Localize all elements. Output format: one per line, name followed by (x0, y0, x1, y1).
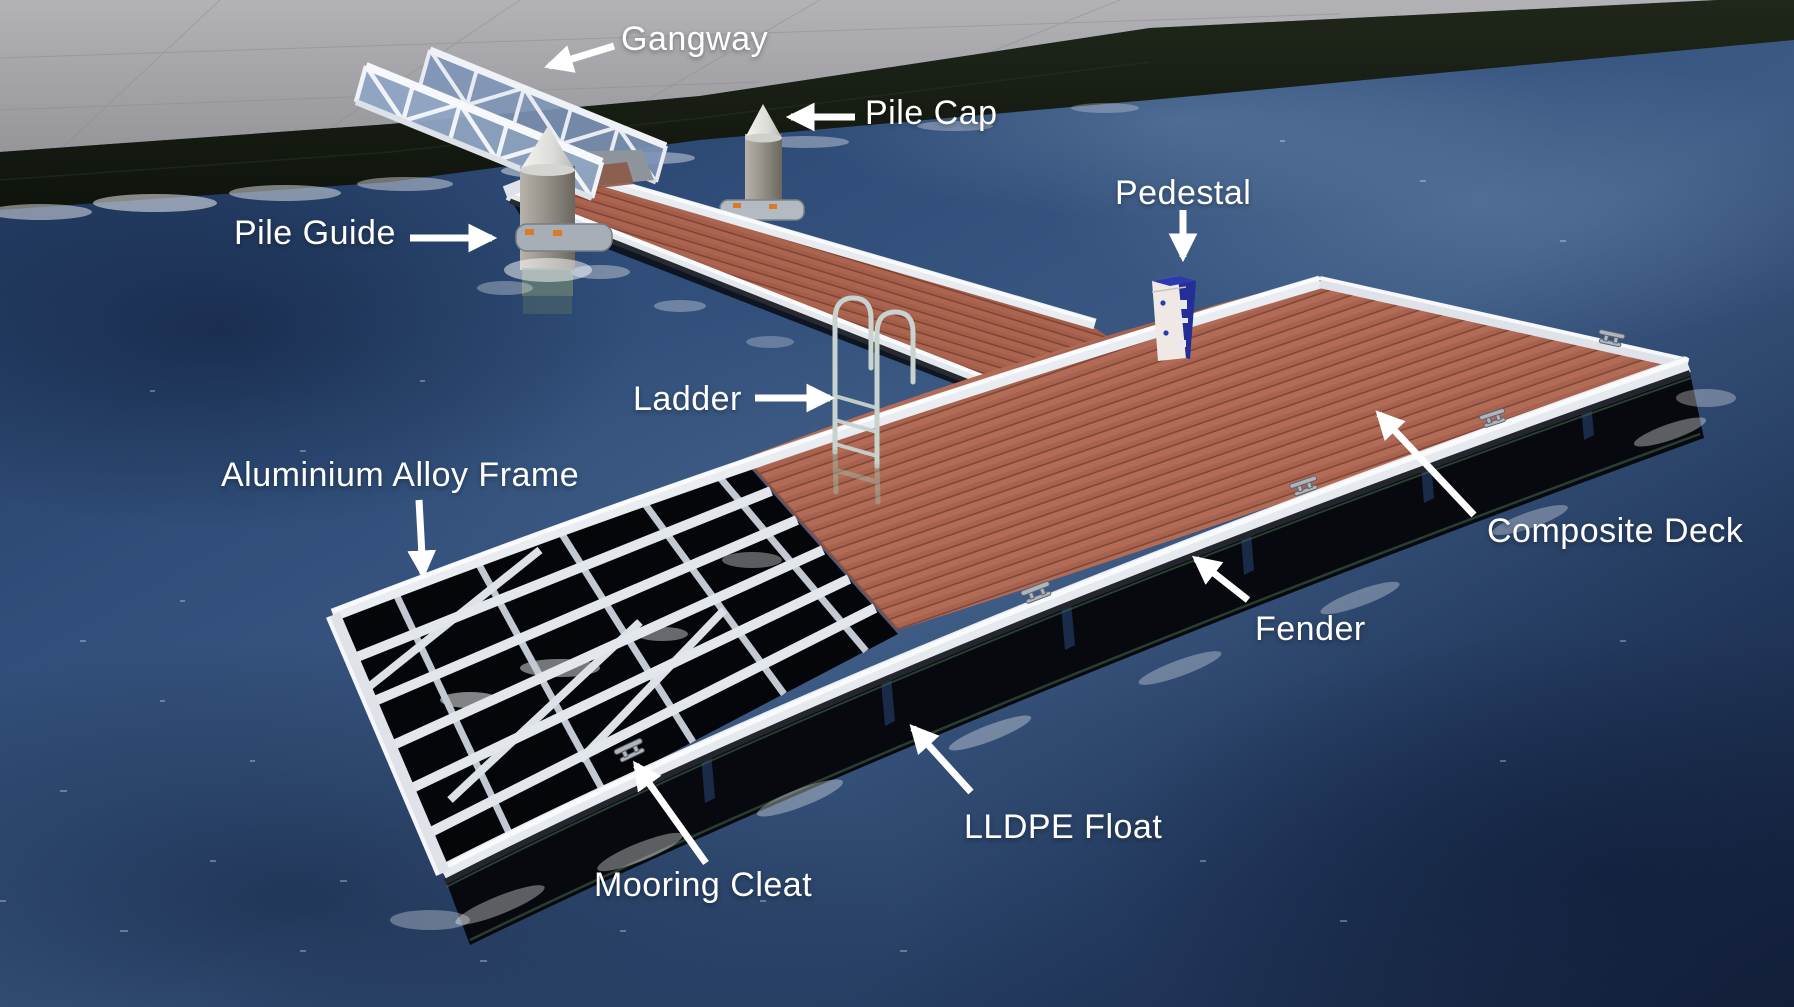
aluminium-alloy-frame-arrow (407, 499, 437, 580)
hull-foam (390, 389, 1736, 930)
gangway-arrow (544, 42, 616, 73)
annotation-arrows (407, 42, 1477, 866)
pile-cone (520, 126, 575, 170)
pile-cap-cone (745, 104, 782, 138)
composite-deck-surface (745, 278, 1684, 630)
right-end-cap (1318, 276, 1690, 370)
label-aluminium-alloy-frame: Aluminium Alloy Frame (221, 456, 580, 494)
label-lldpe-float: LLDPE Float (964, 808, 1163, 846)
mooring-cleats (613, 329, 1626, 763)
label-ladder: Ladder (633, 380, 742, 418)
label-mooring-cleat: Mooring Cleat (594, 866, 813, 904)
composite-deck-arrow (1375, 410, 1477, 518)
near-gunwale (439, 355, 1691, 881)
pile-with-cap (719, 104, 805, 221)
frame-stringers (350, 486, 878, 839)
label-composite-deck: Composite Deck (1487, 512, 1744, 550)
lldpe-float-arrow (909, 724, 974, 795)
pontoon (326, 275, 1736, 945)
left-end-cap (326, 612, 450, 876)
pile-with-guide (477, 126, 613, 314)
fender-arrow (1191, 555, 1251, 603)
label-pile-cap: Pile Cap (865, 94, 998, 132)
walkway (502, 163, 1130, 415)
walkway-deck (512, 176, 1130, 394)
pile-guide-bracket (515, 223, 613, 252)
pedestal-unit (1151, 276, 1196, 361)
label-pedestal: Pedestal (1115, 174, 1252, 212)
fender-strip (443, 370, 1691, 885)
label-gangway: Gangway (621, 20, 769, 58)
label-fender: Fender (1255, 610, 1366, 648)
mooring-cleat-arrow (632, 760, 709, 866)
ladder-unit (832, 295, 916, 505)
lldpe-floats (443, 364, 1704, 945)
label-pile-guide: Pile Guide (234, 214, 396, 252)
water-speckles (0, 140, 1705, 962)
mooring-cleat (613, 738, 645, 763)
